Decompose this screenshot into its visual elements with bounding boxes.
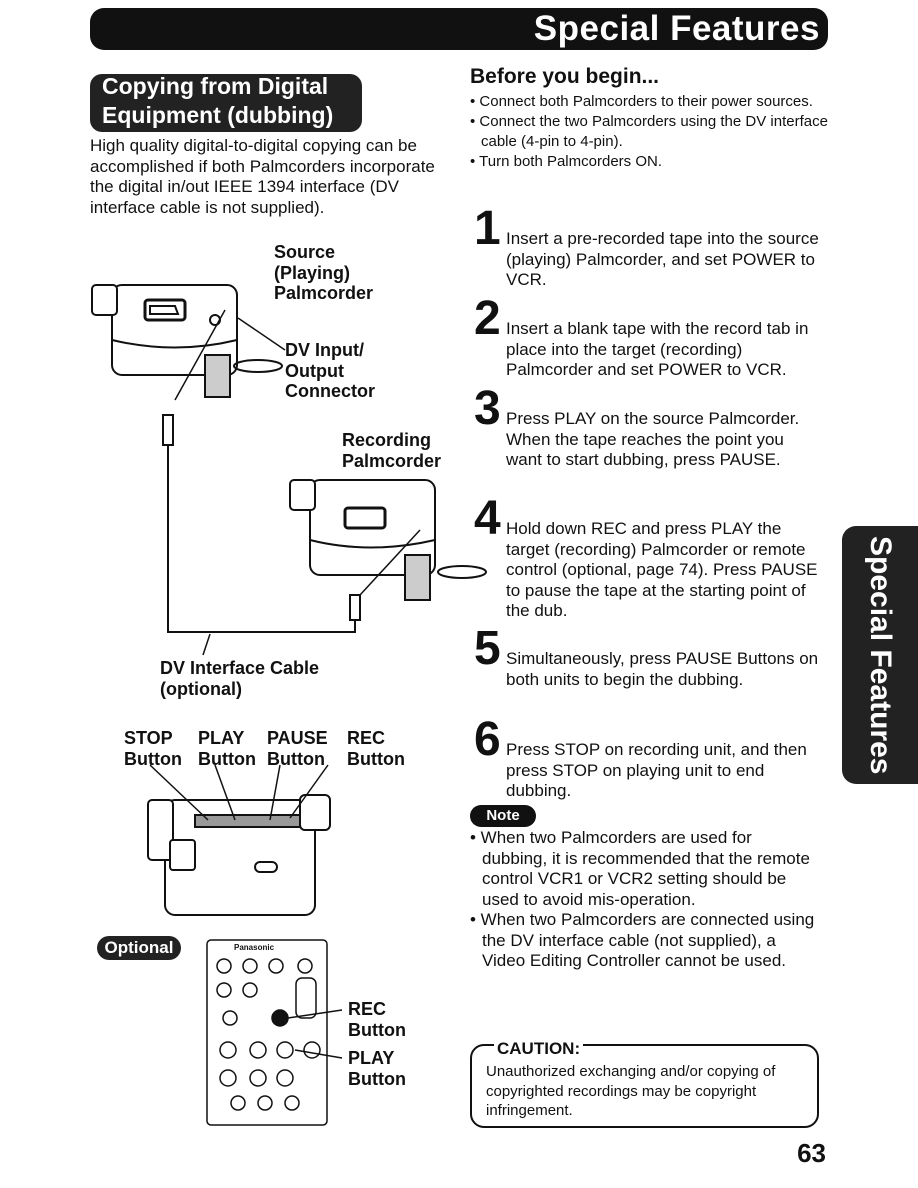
source-palmcorder-drawing xyxy=(91,284,238,398)
caution-title: CAUTION: xyxy=(494,1039,584,1059)
page-title: Special Features xyxy=(533,9,820,48)
recording-label: Recording Palmcorder xyxy=(342,430,442,471)
stop-button-label: STOP Button xyxy=(124,728,182,769)
step-text: Simultaneously, press PAUSE Buttons on b… xyxy=(506,649,819,689)
remote-rec-label: REC Button xyxy=(348,999,406,1040)
note-badge: Note xyxy=(470,805,536,827)
intro-paragraph: High quality digital-to-digital copying … xyxy=(90,136,435,217)
step-number: 4 xyxy=(474,492,501,545)
before-title: Before you begin... xyxy=(470,65,660,88)
source-label: Source (Playing) Palmcorder xyxy=(274,242,374,303)
play-button-label: PLAY Button xyxy=(198,728,256,769)
side-tab-label: Special Features xyxy=(864,535,897,775)
list-item: • When two Palmcorders are used for dubb… xyxy=(470,828,810,909)
note-list: • When two Palmcorders are used for dubb… xyxy=(470,828,820,972)
section-title: Copying from Digital Equipment (dubbing) xyxy=(102,73,334,128)
optional-badge: Optional xyxy=(97,936,181,960)
caution-text: Unauthorized exchanging and/or copying o… xyxy=(486,1063,776,1119)
cable-label: DV Interface Cable (optional) xyxy=(160,658,320,699)
header-bar xyxy=(90,8,828,50)
step-number: 1 xyxy=(474,202,501,255)
step-text: Press STOP on recording unit, and then p… xyxy=(506,740,807,800)
side-tab xyxy=(842,526,918,784)
camcorder-buttons-drawing xyxy=(147,794,331,916)
list-item: • When two Palmcorders are connected usi… xyxy=(470,910,815,970)
step-number: 5 xyxy=(474,622,501,675)
rec-button-label: REC Button xyxy=(347,728,405,769)
step-text: Press PLAY on the source Palmcorder. Whe… xyxy=(506,409,800,469)
caution-box xyxy=(470,1044,819,1128)
remote-brand: Panasonic xyxy=(234,943,275,952)
step-text: Insert a blank tape with the record tab … xyxy=(506,319,809,379)
section-heading-box xyxy=(90,74,362,132)
list-item: • Turn both Palmcorders ON. xyxy=(470,153,662,170)
dv-cable-loop xyxy=(233,359,283,373)
step-text: Insert a pre-recorded tape into the sour… xyxy=(506,229,819,289)
page-number: 63 xyxy=(797,1138,826,1168)
step-number: 2 xyxy=(474,292,501,345)
step-text: Hold down REC and press PLAY the target … xyxy=(506,519,818,620)
before-list: • Connect both Palmcorders to their powe… xyxy=(470,92,830,172)
recording-palmcorder-drawing xyxy=(289,479,436,601)
pause-button-label: PAUSE Button xyxy=(267,728,328,769)
step-number: 3 xyxy=(474,382,501,435)
remote-play-label: PLAY Button xyxy=(348,1048,406,1089)
remote-control-drawing xyxy=(206,939,328,1126)
step-number: 6 xyxy=(474,713,501,766)
list-item: • Connect the two Palmcorders using the … xyxy=(470,113,828,150)
dv-connector-label: DV Input/ Output Connector xyxy=(285,340,375,401)
list-item: • Connect both Palmcorders to their powe… xyxy=(470,93,813,110)
